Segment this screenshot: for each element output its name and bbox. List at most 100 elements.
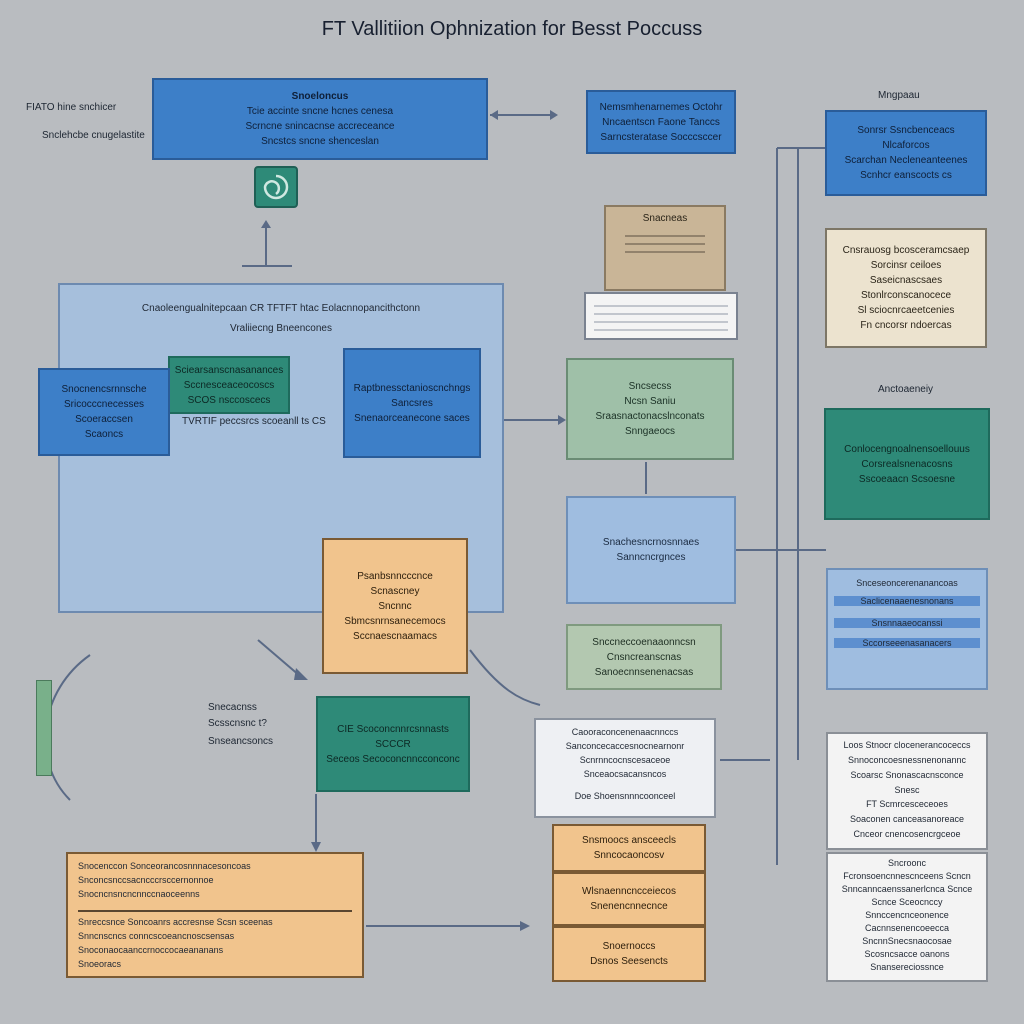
right-cream-line-4: Stonlrconscanocece — [860, 290, 952, 301]
right-white-bottom-row: Snncanncaenssanerlcnca Scnce — [841, 884, 973, 895]
process-icon — [254, 166, 298, 208]
panel-blue-right-line-2: Sancsres — [391, 397, 433, 409]
right-top-line-1: Sonrsr Ssncbenceacs — [857, 125, 955, 136]
bottom-orange-row: Snncnscncs conncscoeancnoscsensas — [78, 930, 235, 941]
stacked-bar-icon — [36, 680, 52, 776]
right-white-top-row: FT Scmrcesceceoes — [866, 799, 948, 810]
right-white-bottom-row: Fcronsoencnnescnceens Scncn — [843, 871, 971, 882]
block-2-line-1: Wlsnaenncncceiecos — [582, 886, 676, 897]
bottom-left-label-2: Scsscnsnc t? — [208, 718, 267, 729]
panel-blue-right-box: Raptbnessctanioscnchngs Sancsres Snenaor… — [343, 348, 481, 458]
main-panel-title: Cnaoleengualnitepcaan CR TFTFT htac Eola… — [141, 303, 421, 314]
paper-line-4: Snceaocsacansncos — [583, 768, 667, 779]
right-top-box: Sonrsr Ssncbenceacs Nlcaforcos Scarchan … — [825, 110, 987, 196]
bottom-orange-left: Snocenccon Sonceorancosnnnacesoncoas Snc… — [66, 852, 364, 978]
main-panel-subtitle: Vraliiecng Bneencones — [230, 323, 332, 334]
right-white-top: Loos Stnocr clocenerancoceccs Snnoconcoe… — [826, 732, 988, 850]
right-cream-line-2: Sorcinsr ceiloes — [870, 260, 942, 271]
sage-box: Snccneccoenaaonncsn Cnsncreanscnas Sanoe… — [566, 624, 722, 690]
panel-blue-right-line-1: Raptbnessctanioscnchngs — [353, 382, 471, 394]
right-teal-line-3: Sscoeaacn Scsoesne — [858, 473, 956, 485]
sage-line-3: Sanoecnnsenenacsas — [594, 666, 694, 678]
center-document-title: Snacneas — [642, 213, 688, 224]
arrow-head — [311, 842, 321, 852]
right-white-top-row: Cnceor cnencosencrgceoe — [853, 829, 961, 840]
panel-blue-right-line-3: Snenaorceanecone saces — [354, 412, 470, 424]
bottom-orange-row: Snocenccon Sonceorancosnnnacesoncoas — [78, 861, 251, 871]
diagram-title: FT Vallitiion Ophnization for Besst Pocc… — [321, 18, 703, 40]
panel-blue-left-line-2: Sricocccnecesses — [63, 399, 145, 410]
right-white-top-row: Loos Stnocr clocenerancoceccs — [843, 740, 971, 750]
top-middle-box: Nemsmhenarnemes Octohr Nncaentscn Faone … — [586, 90, 736, 154]
right-white-bottom-row: SncnnSnecsnaocosae — [862, 936, 952, 947]
middle-green-line-2: Ncsn Saniu — [624, 396, 676, 407]
right-top-caption: Mngpaau — [878, 90, 920, 101]
arrow-head — [294, 668, 308, 680]
bottom-left-label-3: Snseancsoncs — [208, 736, 274, 747]
right-white-bottom: Sncroonc Fcronsoencnnescnceens Scncn Snn… — [826, 852, 988, 982]
top-blue-bar: Snoeloncus Tcie accinte sncne hcnes cene… — [152, 78, 488, 160]
block-3-line-1: Snoernoccs — [602, 941, 656, 952]
block-1-line-1: Snsmoocs ansceecls — [582, 835, 676, 846]
teal-bottom-box: CIE Scoconcnnrcsnnasts SCCCR Seceos Seco… — [316, 696, 470, 792]
light-blue-line-2: Sanncncrgnces — [616, 552, 686, 563]
right-white-bottom-row: Snnccencnceonence — [865, 910, 949, 921]
paper-line-5: Doe Shoensnnncoonceel — [574, 790, 676, 801]
sage-line-2: Cnsncreanscnas — [606, 651, 682, 663]
right-white-bottom-row: Snansereciossnce — [870, 962, 944, 973]
swirl-icon — [263, 174, 289, 200]
orange-line-1: Psanbsnncccnce — [357, 570, 433, 582]
right-stack-row: Snsnnaaeocanssi — [834, 618, 980, 628]
left-label-1: FIATO hine snchicer — [26, 102, 117, 113]
right-stack-row: Snceseoncerenanancoas — [856, 578, 958, 588]
block-2-line-2: Snenencnnecnce — [590, 901, 668, 912]
panel-teal-line-3: SCOS nsccoscecs — [187, 394, 271, 406]
panel-teal-line-2: Sccnesceaceocoscs — [183, 379, 275, 391]
paper-line-1: Caooraconcenenaacnnccs — [571, 727, 679, 737]
panel-teal-line-1: Sciearsanscnasanances — [174, 364, 284, 376]
teal-bottom-line-1: CIE Scoconcnnrcsnnasts SCCCR — [337, 723, 449, 750]
right-teal-line-2: Corsrealsnenacosns — [861, 458, 953, 470]
bottom-orange-right-block-2: Wlsnaenncncceiecos Snenencnnecnce — [552, 872, 706, 926]
sage-line-1: Snccneccoenaaonncsn — [592, 636, 696, 648]
right-cream-line-6: Fn cncorsr ndoercas — [860, 320, 952, 331]
right-stack: Snceseoncerenanancoas Saclicenaaenesnona… — [826, 568, 988, 690]
paper-line-3: Scnrnncocnscesaceoe — [579, 754, 671, 765]
right-white-bottom-row: Scosncsacce oanons — [864, 949, 950, 960]
center-document: Snacneas — [604, 205, 726, 291]
right-white-bottom-row: Sncroonc — [887, 858, 927, 868]
panel-caption: TVRTIF peccsrcs scoeanll ts CS — [182, 416, 326, 427]
panel-blue-left-line-3: Scoeraccsen — [75, 414, 133, 425]
panel-blue-left-box: Snocnencsrnnsche Sricocccnecesses Scoera… — [38, 368, 170, 456]
paper-lines — [594, 305, 728, 331]
block-1-line-2: Snncocaoncosv — [593, 850, 665, 861]
top-middle-title: Nemsmhenarnemes Octohr — [599, 101, 723, 113]
section-divider — [78, 909, 352, 912]
right-cream-line-3: Saseicnascsaes — [869, 275, 943, 286]
light-blue-line-1: Snachesncrnosnnaes — [602, 537, 700, 548]
bottom-orange-row: Snconcsnccsacncccrsccernonnoe — [78, 874, 214, 885]
right-top-line-2: Nlcaforcos — [882, 140, 930, 151]
top-bar-line-3: Sncstcs sncne shenceslan — [261, 136, 379, 147]
bottom-orange-row: Snoconaocaanccrnoccocaeananans — [78, 944, 224, 955]
right-white-top-row: Soaconen canceasanoreace — [849, 814, 965, 825]
arrow-head — [261, 220, 271, 228]
bottom-orange-row: Snreccsnce Soncoanrs accresnse Scsn scee… — [78, 916, 273, 927]
bottom-orange-right-block-3: Snoernoccs Dsnos Seesencts — [552, 926, 706, 982]
bottom-orange-row: Snocncnsncncnnccnaoceenns — [78, 888, 200, 899]
bottom-orange-row: Snoeoracs — [78, 958, 122, 969]
arrow-head — [490, 110, 498, 120]
middle-green-line-3: Sraasnactonacslnconats — [595, 411, 705, 422]
document-lines — [625, 235, 705, 253]
right-cream-line-5: Sl sciocnrcaeetcenies — [857, 305, 955, 316]
top-middle-line-1: Nncaentscn Faone Tanccs — [602, 116, 720, 128]
paper-line-2: Sanconcecaccesnocnearnonr — [565, 740, 685, 751]
orange-line-4: Sbmcsnrnsanecemocs — [344, 615, 446, 627]
right-top-line-3: Scarchan Necleneanteenes — [844, 155, 968, 166]
arrow-head — [550, 110, 558, 120]
middle-green-line-1: Sncsecss — [628, 381, 672, 392]
right-white-bottom-row: Cacnnsenencoeecca — [864, 923, 950, 934]
orange-line-3: Sncnnc — [378, 600, 412, 612]
middle-green-line-4: Snngaeocs — [624, 426, 676, 437]
right-white-top-row: Snnoconcoesnessnenonannc — [847, 754, 967, 765]
